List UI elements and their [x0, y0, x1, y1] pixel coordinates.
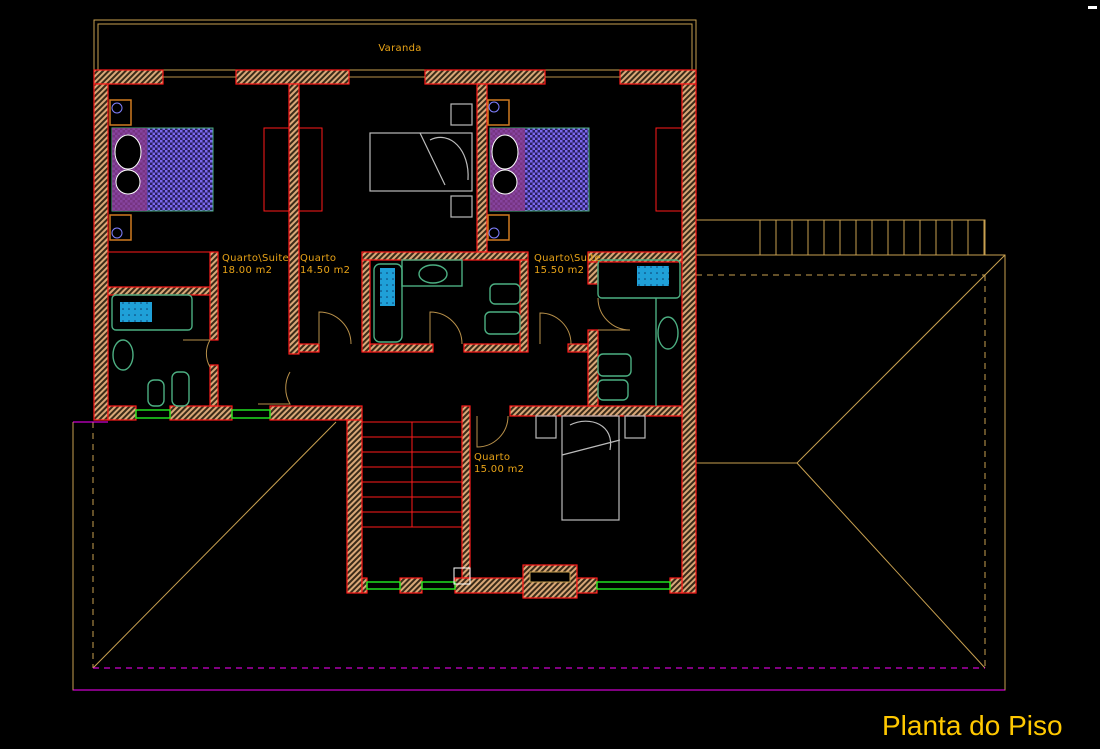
- room-label-suite-15: Quarto\Suite 15.50 m2: [534, 253, 601, 276]
- bed-double-left: [109, 99, 214, 241]
- svg-text:15.50 m2: 15.50 m2: [534, 265, 584, 276]
- cursor-selection-box: [453, 567, 471, 585]
- bathroom-fixtures: [111, 259, 681, 407]
- room-label-quarto-15: Quarto 15.00 m2: [474, 452, 524, 475]
- drawing-title: Planta do Piso: [882, 710, 1063, 741]
- svg-text:Quarto: Quarto: [300, 253, 336, 264]
- svg-text:14.50 m2: 14.50 m2: [300, 265, 350, 276]
- wardrobes: [263, 127, 683, 212]
- pergola: [695, 219, 986, 256]
- walls: [93, 69, 697, 599]
- balcony: Varanda: [93, 19, 697, 71]
- svg-text:Quarto\Suite: Quarto\Suite: [222, 253, 289, 264]
- balcony-label: Varanda: [378, 43, 421, 54]
- bed-single-center: [369, 103, 473, 218]
- svg-text:Quarto: Quarto: [474, 452, 510, 463]
- room-label-suite-18: Quarto\Suite 18.00 m2: [222, 253, 289, 276]
- room-label-quarto-14: Quarto 14.50 m2: [300, 253, 350, 276]
- svg-text:Quarto\Suite: Quarto\Suite: [534, 253, 601, 264]
- doors: [183, 297, 631, 448]
- bed-double-right: [487, 99, 590, 241]
- staircase: [362, 421, 462, 528]
- svg-text:15.00 m2: 15.00 m2: [474, 464, 524, 475]
- windows: [135, 76, 671, 590]
- bed-single-bottom: [535, 415, 646, 521]
- svg-text:18.00 m2: 18.00 m2: [222, 265, 272, 276]
- window-control[interactable]: [1088, 6, 1097, 9]
